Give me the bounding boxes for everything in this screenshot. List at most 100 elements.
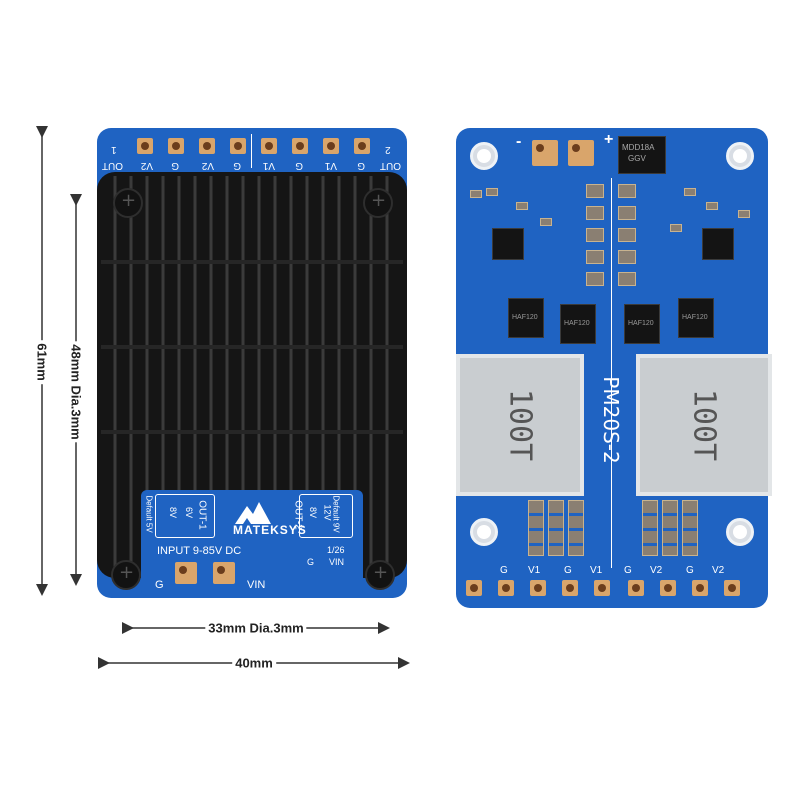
left-top-label-4: V1 — [262, 160, 275, 171]
mosfet-text-4: HAF120 — [682, 314, 708, 321]
out2-voltage-8v: 8V — [308, 506, 319, 519]
screw-top-right — [363, 188, 393, 218]
inductor-right-text: 100T — [686, 388, 722, 462]
cap-1 — [586, 184, 604, 198]
left-top-pad-6 — [292, 138, 308, 154]
mosfet-text-1: HAF120 — [512, 314, 538, 321]
out1-default: Default 5V — [144, 495, 154, 533]
left-top-label-9: OUT — [101, 160, 123, 171]
cap-2 — [618, 184, 636, 198]
mount-hole-top-right — [726, 142, 754, 170]
left-top-number-2: 2 — [385, 144, 391, 155]
bottom-label-0: G — [500, 565, 508, 576]
inductor-left: 100T — [456, 354, 584, 496]
mosfet-1 — [508, 298, 544, 338]
bottom-pad-1 — [466, 580, 482, 596]
bottom-label-6: G — [686, 565, 694, 576]
dim-61mm-label: 61mm — [34, 340, 50, 384]
out2-default: Default 9V — [331, 495, 341, 533]
bottom-label-7: V2 — [712, 565, 725, 576]
inductor-left-text: 100T — [502, 388, 538, 462]
bottom-label-4: G — [624, 565, 632, 576]
g-small-label: G — [307, 557, 315, 567]
bottom-label-1: V1 — [528, 565, 541, 576]
screw-bottom-left — [111, 560, 141, 590]
left-top-label-1: G — [357, 160, 365, 171]
brand-label: MATEKSYS — [233, 523, 307, 537]
left-top-pad-4 — [230, 138, 246, 154]
out2-box — [299, 494, 353, 538]
smd-right-1 — [684, 188, 696, 196]
bottom-pad-2 — [498, 580, 514, 596]
cap-5 — [586, 228, 604, 242]
smd-left-3 — [516, 202, 528, 210]
mosfet-4 — [678, 298, 714, 338]
bottom-pad-4 — [562, 580, 578, 596]
input-pad-plus — [568, 140, 594, 166]
cap-6 — [618, 228, 636, 242]
left-top-pad-5 — [261, 138, 277, 154]
left-top-label-8: V2 — [140, 160, 153, 171]
cap-7 — [586, 250, 604, 264]
mosfet-2 — [560, 304, 596, 344]
left-top-label-5: G — [233, 160, 241, 171]
input-label: INPUT 9-85V DC — [157, 545, 242, 557]
bottom-pad-3 — [530, 580, 546, 596]
cap-10 — [618, 272, 636, 286]
dim-40mm-label: 40mm — [232, 655, 276, 671]
smd-right-2 — [706, 202, 718, 210]
left-top-label-6: V2 — [201, 160, 214, 171]
model-label: PM20S-2 — [599, 376, 623, 464]
mosfet-text-2: HAF120 — [564, 320, 590, 327]
mosfet-text-3: HAF120 — [628, 320, 654, 327]
right-board: - + MDD18A GGV HAF120 HAF120 HAF120 HAF1… — [456, 128, 772, 608]
out2-voltage-12v: 12V — [322, 504, 333, 521]
input-label-g: G — [155, 579, 164, 591]
left-top-label-7: G — [171, 160, 179, 171]
center-divider — [611, 178, 612, 568]
out-cap-3 — [568, 500, 584, 556]
cap-9 — [586, 272, 604, 286]
smd-left-4 — [540, 218, 552, 226]
out1-box — [155, 494, 215, 538]
left-top-label-0: OUT — [379, 160, 401, 171]
top-ic-text-2: GGV — [628, 154, 646, 163]
bottom-label-2: G — [564, 565, 572, 576]
cap-4 — [618, 206, 636, 220]
left-top-pad-2 — [168, 138, 184, 154]
mosfet-3 — [624, 304, 660, 344]
out1-voltage-8v: 8V — [168, 506, 179, 519]
out-cap-6 — [682, 500, 698, 556]
top-ic — [618, 136, 666, 174]
polarity-minus: - — [516, 133, 522, 150]
out-cap-5 — [662, 500, 678, 556]
bottom-pad-6 — [628, 580, 644, 596]
polarity-plus: + — [604, 131, 614, 148]
smd-left-2 — [486, 188, 498, 196]
smd-right-3 — [738, 210, 750, 218]
out2-label: OUT-2 — [292, 500, 304, 530]
mountain-logo-icon — [235, 502, 271, 524]
inductor-right: 100T — [636, 354, 772, 496]
left-top-pad-1 — [137, 138, 153, 154]
top-ic-text-1: MDD18A — [622, 143, 655, 152]
left-board: OUT G V1 G V1 G V2 G V2 OUT 1 2 — [97, 128, 407, 598]
controller-ic-right — [702, 228, 734, 260]
bottom-label-3: V1 — [590, 565, 603, 576]
bottom-pad-8 — [692, 580, 708, 596]
dim-33mm-label: 33mm Dia.3mm — [205, 620, 307, 636]
vin-small-label: VIN — [329, 557, 345, 567]
smd-right-4 — [670, 224, 682, 232]
mount-hole-bottom-left — [470, 518, 498, 546]
bottom-pad-9 — [724, 580, 740, 596]
bottom-pad-7 — [660, 580, 676, 596]
mount-hole-top-left — [470, 142, 498, 170]
bottom-pad-5 — [594, 580, 610, 596]
input-pad-minus — [532, 140, 558, 166]
smd-left-1 — [470, 190, 482, 198]
dim-48mm-label: 48mm Dia.3mm — [68, 341, 84, 443]
left-top-pad-3 — [199, 138, 215, 154]
screw-bottom-right — [365, 560, 395, 590]
left-top-label-2: V1 — [324, 160, 337, 171]
out1-voltage-6v: 6V — [184, 506, 195, 519]
